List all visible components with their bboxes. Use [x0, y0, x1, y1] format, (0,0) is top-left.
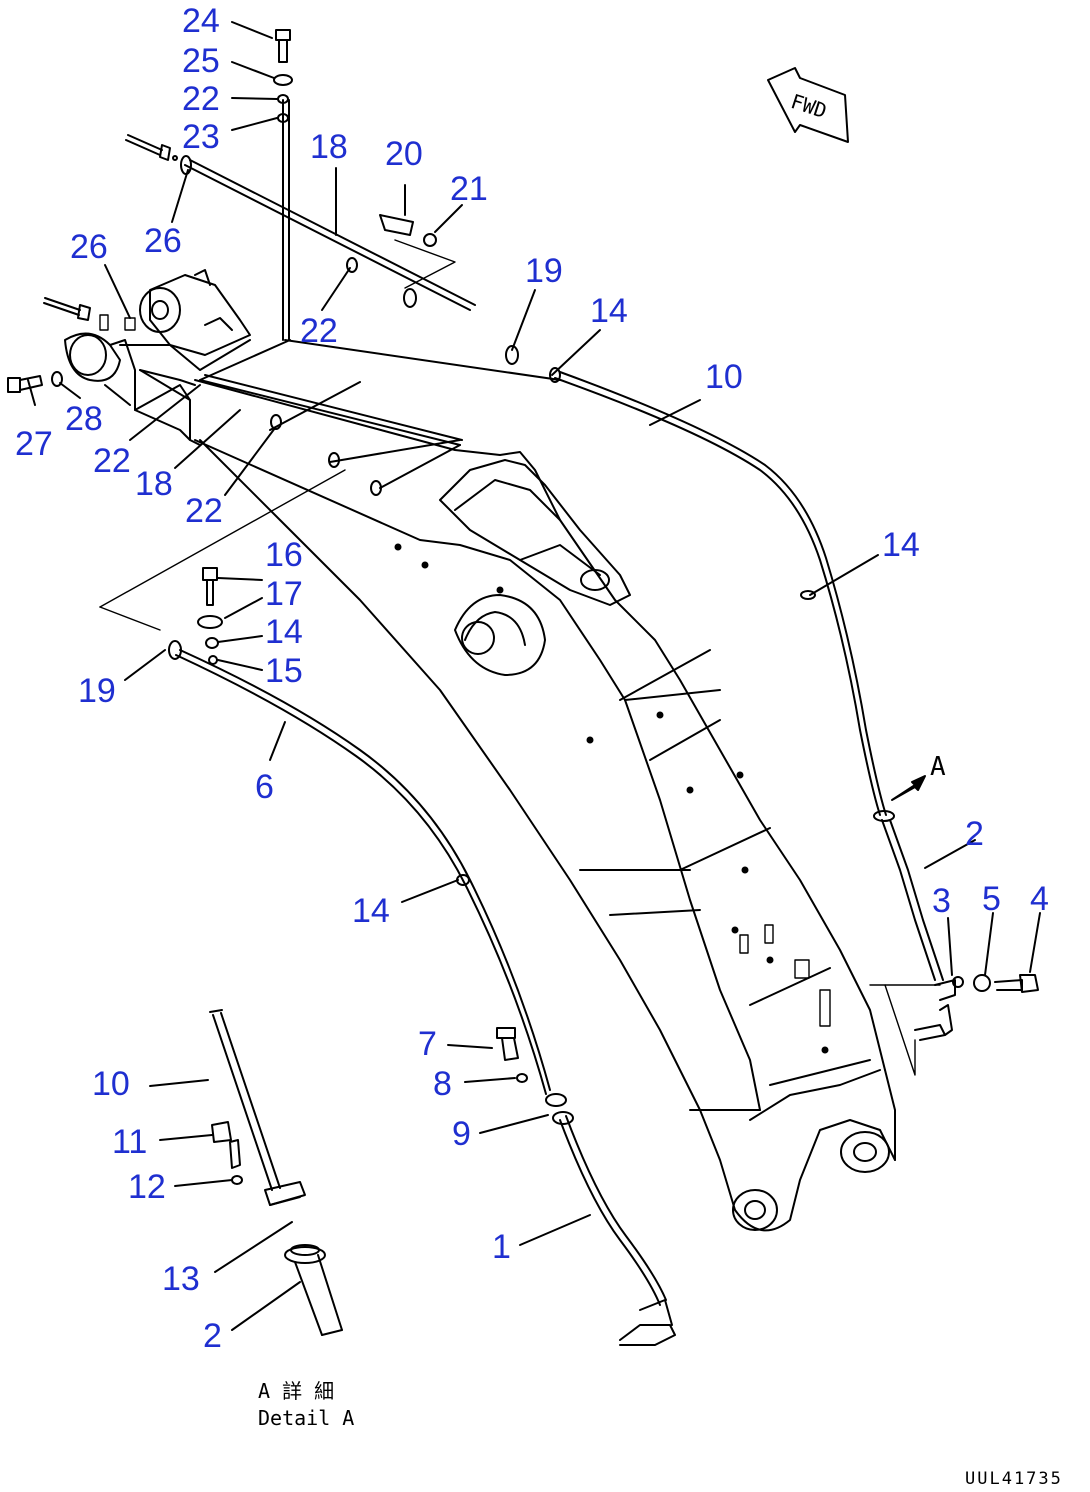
label-part-5: 5 — [982, 880, 1001, 918]
label-part-15: 15 — [265, 652, 303, 690]
label-part-14: 14 — [590, 292, 628, 330]
label-part-7: 7 — [418, 1025, 437, 1063]
label-part-8: 8 — [433, 1065, 452, 1103]
label-part-14: 14 — [352, 892, 390, 930]
label-part-3: 3 — [932, 882, 951, 920]
label-part-13: 13 — [162, 1260, 200, 1298]
label-part-27: 27 — [15, 425, 53, 463]
label-part-25: 25 — [182, 42, 220, 80]
part-labels: 24 25 22 23 18 20 21 26 26 19 14 22 10 2… — [15, 2, 1049, 1355]
label-part-9: 9 — [452, 1115, 471, 1153]
leader-frames — [99, 239, 941, 1076]
label-part-17: 17 — [265, 575, 303, 613]
label-part-11: 11 — [112, 1123, 147, 1161]
view-a-label: A — [930, 752, 946, 782]
leader-lines — [27, 21, 1041, 1331]
annotations: FWD A A 詳 細 Detail A UUL41735 — [258, 89, 1063, 1489]
label-part-6: 6 — [255, 768, 274, 806]
label-part-26: 26 — [144, 222, 182, 260]
label-part-2: 2 — [203, 1317, 222, 1355]
boom — [194, 379, 896, 1232]
label-part-16: 16 — [265, 536, 303, 574]
label-part-28: 28 — [65, 400, 103, 438]
label-part-18: 18 — [310, 128, 348, 166]
label-part-22: 22 — [185, 492, 223, 530]
label-part-10: 10 — [92, 1065, 130, 1103]
label-part-20: 20 — [385, 135, 423, 173]
label-part-4: 4 — [1030, 880, 1049, 918]
label-part-2: 2 — [965, 815, 984, 853]
label-part-23: 23 — [182, 118, 220, 156]
label-part-21: 21 — [450, 170, 488, 208]
label-part-12: 12 — [128, 1168, 166, 1206]
view-arrow-icon — [891, 775, 926, 801]
label-part-22: 22 — [182, 80, 220, 118]
detail-jp-label: A 詳 細 — [258, 1379, 334, 1403]
label-part-26: 26 — [70, 228, 108, 266]
label-part-14: 14 — [265, 613, 303, 651]
fwd-text: FWD — [788, 89, 830, 123]
label-part-1: 1 — [492, 1228, 511, 1266]
label-part-18: 18 — [135, 465, 173, 503]
label-part-19: 19 — [78, 672, 116, 710]
drawing-code: UUL41735 — [965, 1469, 1063, 1489]
drawing-lines — [7, 21, 1041, 1346]
label-part-19: 19 — [525, 252, 563, 290]
label-part-14: 14 — [882, 526, 920, 564]
label-part-24: 24 — [182, 2, 220, 40]
label-part-10: 10 — [705, 358, 743, 396]
boom-foot — [64, 269, 251, 446]
hoses — [168, 99, 944, 1346]
label-part-22: 22 — [300, 312, 338, 350]
fwd-arrow-icon — [767, 67, 849, 143]
label-part-22: 22 — [93, 442, 131, 480]
detail-en-label: Detail A — [258, 1406, 354, 1430]
detail-a — [209, 1009, 343, 1336]
